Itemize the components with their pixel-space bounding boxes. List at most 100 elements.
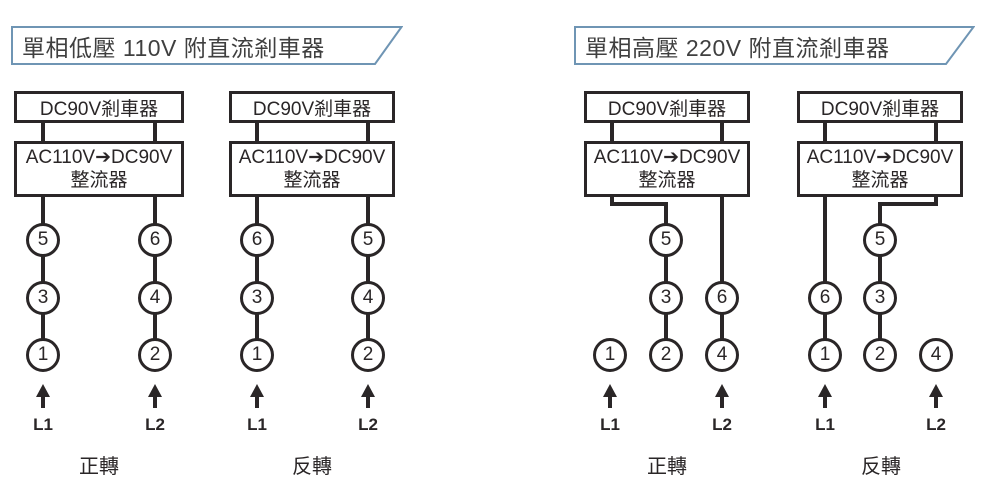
up-arrow-icon <box>817 384 833 408</box>
brake-box: DC90V剎車器 <box>584 91 750 123</box>
rectifier-line1: AC110V➔DC90V <box>593 146 741 168</box>
panel-220v-title: 單相高壓 220V 附直流剎車器 <box>585 34 890 61</box>
phase-label: L2 <box>712 415 732 434</box>
phase-label: L2 <box>145 415 165 434</box>
panel-110v-title: 單相低壓 110V 附直流剎車器 <box>22 34 325 61</box>
brake-box: DC90V剎車器 <box>797 91 963 123</box>
up-arrow-icon <box>602 384 618 408</box>
phase-label: L1 <box>33 415 53 434</box>
wire-terminal-link <box>664 256 668 282</box>
wire-terminal-link <box>41 314 45 340</box>
up-arrow-icon <box>928 384 944 408</box>
wire-elbow-vertical <box>664 202 668 224</box>
terminal-circle: 1 <box>26 338 60 372</box>
wire-terminal-link <box>823 314 827 340</box>
wire-rectifier-terminal <box>366 196 370 224</box>
terminal-circle: 5 <box>351 223 385 257</box>
wire-terminal-link <box>878 314 882 340</box>
wire-elbow-vertical <box>610 196 614 206</box>
rectifier-box: AC110V➔DC90V 整流器 <box>797 141 963 197</box>
rectifier-line2: 整流器 <box>283 170 341 191</box>
terminal-circle: 2 <box>138 338 172 372</box>
terminal-circle: 1 <box>593 338 627 372</box>
terminal-circle: 6 <box>705 281 739 315</box>
terminal-circle: 1 <box>808 338 842 372</box>
wire-brake-rectifier-left <box>255 121 259 142</box>
wire-rectifier-terminal <box>41 196 45 224</box>
rectifier-box: AC110V➔DC90V 整流器 <box>229 141 395 197</box>
wire-terminal-link <box>255 256 259 282</box>
terminal-circle: 1 <box>240 338 274 372</box>
up-arrow-icon <box>249 384 265 408</box>
terminal-circle: 5 <box>649 223 683 257</box>
wire-rectifier-terminal <box>255 196 259 224</box>
terminal-circle: 3 <box>649 281 683 315</box>
wire-elbow-vertical <box>878 202 882 224</box>
wire-terminal-link <box>720 314 724 340</box>
terminal-circle: 3 <box>240 281 274 315</box>
terminal-circle: 6 <box>808 281 842 315</box>
panel-220v-title-flag: 單相高壓 220V 附直流剎車器 <box>574 26 975 65</box>
rotation-caption: 正轉 <box>647 456 687 478</box>
rectifier-line1: AC110V➔DC90V <box>806 146 954 168</box>
brake-box: DC90V剎車器 <box>14 91 184 123</box>
terminal-circle: 2 <box>649 338 683 372</box>
phase-label: L1 <box>600 415 620 434</box>
rectifier-line1: AC110V➔DC90V <box>238 146 386 168</box>
terminal-circle: 4 <box>705 338 739 372</box>
wire-brake-rectifier-right <box>934 121 938 142</box>
wire-terminal-link <box>366 256 370 282</box>
wire-rectifier-terminal <box>823 196 827 282</box>
up-arrow-icon <box>714 384 730 408</box>
rectifier-box: AC110V➔DC90V 整流器 <box>14 141 184 197</box>
rectifier-line1: AC110V➔DC90V <box>25 146 173 168</box>
terminal-circle: 4 <box>351 281 385 315</box>
wire-brake-rectifier-right <box>153 121 157 142</box>
wire-rectifier-terminal <box>720 196 724 282</box>
wire-terminal-link <box>878 256 882 282</box>
wire-terminal-link <box>366 314 370 340</box>
rectifier-line2: 整流器 <box>70 170 128 191</box>
up-arrow-icon <box>35 384 51 408</box>
terminal-circle: 4 <box>138 281 172 315</box>
rotation-caption: 反轉 <box>861 456 901 478</box>
wire-brake-rectifier-left <box>823 121 827 142</box>
up-arrow-icon <box>360 384 376 408</box>
rotation-caption: 正轉 <box>79 456 119 478</box>
wire-elbow-vertical <box>934 196 938 206</box>
terminal-circle: 4 <box>919 338 953 372</box>
brake-box: DC90V剎車器 <box>229 91 395 123</box>
phase-label: L1 <box>815 415 835 434</box>
rectifier-line2: 整流器 <box>851 170 909 191</box>
terminal-circle: 3 <box>863 281 897 315</box>
wire-brake-rectifier-right <box>366 121 370 142</box>
terminal-circle: 2 <box>351 338 385 372</box>
rectifier-line2: 整流器 <box>638 170 696 191</box>
panel-110v-title-flag: 單相低壓 110V 附直流剎車器 <box>11 26 403 65</box>
wire-terminal-link <box>41 256 45 282</box>
phase-label: L1 <box>247 415 267 434</box>
wire-terminal-link <box>153 256 157 282</box>
phase-label: L2 <box>358 415 378 434</box>
wire-brake-rectifier-left <box>41 121 45 142</box>
terminal-circle: 6 <box>240 223 274 257</box>
rectifier-box: AC110V➔DC90V 整流器 <box>584 141 750 197</box>
wire-elbow-horizontal <box>610 202 668 206</box>
wire-brake-rectifier-left <box>610 121 614 142</box>
phase-label: L2 <box>926 415 946 434</box>
title-flag-shape <box>11 26 403 65</box>
title-flag-shape <box>574 26 975 65</box>
wire-terminal-link <box>255 314 259 340</box>
rotation-caption: 反轉 <box>292 456 332 478</box>
terminal-circle: 5 <box>26 223 60 257</box>
wire-brake-rectifier-right <box>720 121 724 142</box>
wire-terminal-link <box>664 314 668 340</box>
up-arrow-icon <box>147 384 163 408</box>
terminal-circle: 5 <box>863 223 897 257</box>
terminal-circle: 6 <box>138 223 172 257</box>
wire-terminal-link <box>153 314 157 340</box>
terminal-circle: 3 <box>26 281 60 315</box>
terminal-circle: 2 <box>863 338 897 372</box>
wire-rectifier-terminal <box>153 196 157 224</box>
